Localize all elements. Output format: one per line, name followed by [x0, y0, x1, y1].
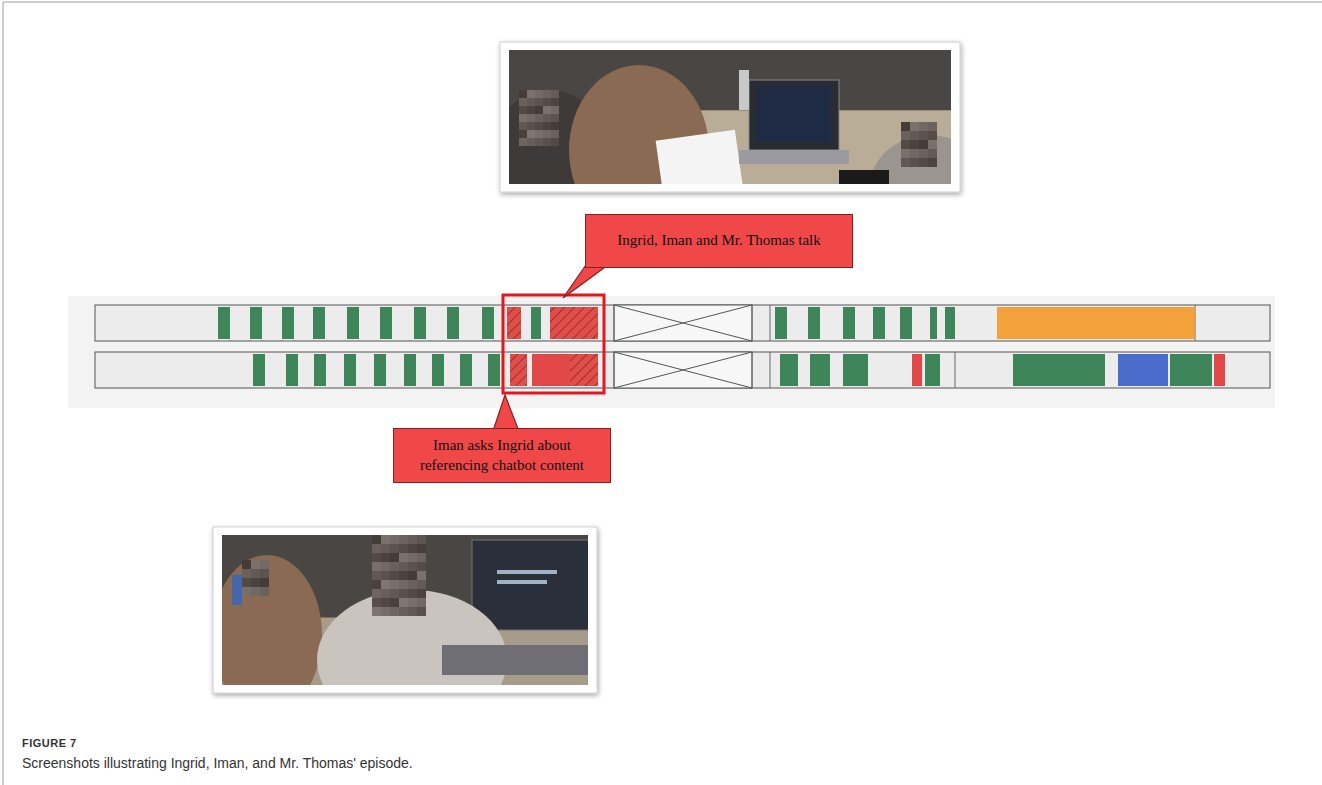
excluded-period	[614, 305, 752, 341]
activity-segment	[218, 307, 230, 339]
activity-segment	[314, 354, 326, 386]
activity-segment	[1013, 354, 1105, 386]
callout-text: Ingrid, Iman and Mr. Thomas talk	[617, 231, 820, 251]
activity-segment	[930, 307, 937, 339]
activity-segment	[460, 354, 472, 386]
activity-segment	[945, 307, 955, 339]
activity-segment	[507, 307, 521, 339]
activity-segment	[925, 354, 940, 386]
callout-text: Iman asks Ingrid about referencing chatb…	[404, 436, 600, 475]
activity-segment	[550, 307, 598, 339]
activity-segment	[808, 307, 820, 339]
activity-segment	[344, 354, 356, 386]
callout-box: Ingrid, Iman and Mr. Thomas talk	[585, 214, 853, 268]
activity-segment	[912, 354, 922, 386]
activity-segment	[775, 307, 787, 339]
timeline-row	[95, 305, 1270, 341]
activity-segment	[532, 354, 570, 386]
activity-segment	[488, 354, 500, 386]
activity-segment	[380, 307, 392, 339]
classroom-photo	[212, 527, 597, 730]
activity-segment	[286, 354, 298, 386]
activity-segment	[447, 307, 459, 339]
timeline	[68, 296, 1275, 408]
activity-segment	[347, 307, 359, 339]
activity-segment	[531, 307, 541, 339]
callout-box: Iman asks Ingrid about referencing chatb…	[393, 428, 611, 483]
activity-segment	[1118, 354, 1168, 386]
activity-segment	[432, 354, 444, 386]
activity-segment	[404, 354, 416, 386]
activity-segment	[510, 354, 527, 386]
activity-segment	[482, 307, 494, 339]
frame-line	[3, 2, 4, 785]
activity-segment	[250, 307, 262, 339]
activity-segment	[374, 354, 386, 386]
excluded-period	[614, 352, 752, 388]
activity-segment	[810, 354, 830, 386]
activity-segment	[282, 307, 294, 339]
frame-line	[3, 2, 1322, 3]
activity-segment	[843, 354, 868, 386]
activity-segment	[313, 307, 325, 339]
activity-segment	[414, 307, 426, 339]
timeline-row	[95, 352, 1270, 388]
activity-segment	[997, 307, 1195, 339]
activity-segment	[1170, 354, 1212, 386]
activity-segment	[253, 354, 265, 386]
activity-segment	[570, 354, 598, 386]
highlight-box	[503, 295, 604, 393]
activity-segment	[843, 307, 855, 339]
activity-segment	[780, 354, 798, 386]
activity-segment	[873, 307, 885, 339]
figure-number: FIGURE 7	[22, 737, 77, 749]
activity-segment	[900, 307, 912, 339]
figure-caption: Screenshots illustrating Ingrid, Iman, a…	[22, 755, 413, 771]
activity-segment	[1214, 354, 1225, 386]
